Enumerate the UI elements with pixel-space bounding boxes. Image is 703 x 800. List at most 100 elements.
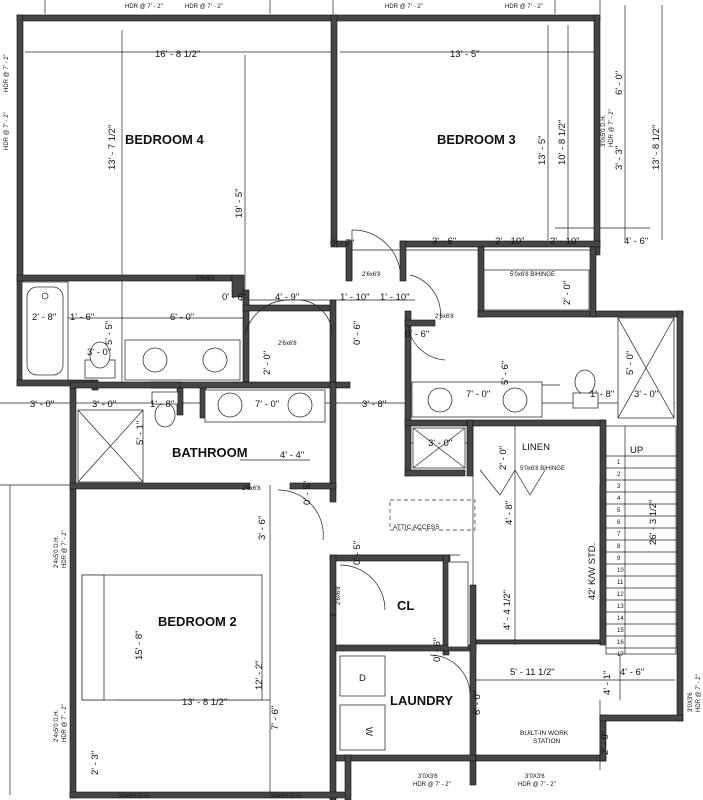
dim-right-top: 6' - 0": [614, 71, 625, 95]
dim-bed4-height: 13' - 7 1/2": [107, 125, 118, 170]
stair-number: 3: [617, 484, 621, 490]
dim-0-5b: 0' - 5": [352, 541, 363, 565]
dim-4-8: 4' - 8": [504, 501, 515, 525]
note-hdr-top4: HDR @ 7' - 2": [505, 4, 543, 10]
note-win-left1: 2'4x5'0 D.H.: [54, 535, 60, 568]
note-win-left2b: HDR @ 7' - 2": [62, 704, 68, 742]
dim-4-4: 4' - 4": [280, 450, 304, 461]
note-door-b: 2'6x6'8: [362, 272, 381, 278]
note-win-tl: HDR @ 7' - 2": [4, 54, 10, 92]
tub-drain: [41, 292, 49, 300]
note-win-right1b: HDR @ 7' - 2": [609, 109, 615, 147]
dim-2-0d: 2' - 0": [600, 731, 611, 755]
note-door-a: 2'6x6'8: [196, 276, 215, 282]
stair-number: 15: [617, 628, 624, 634]
sink-1: [142, 347, 168, 373]
dim-5-0: 5' - 0": [625, 351, 636, 375]
sink-4: [287, 392, 313, 418]
dim-6-0b: 6' - 0": [472, 691, 483, 715]
dim-bed4-closet: 19' - 5": [234, 189, 245, 218]
dim-5-1: 5' - 1": [135, 421, 146, 445]
note-win-right2: 3'0X3'6: [688, 692, 694, 712]
stair-number: 9: [617, 556, 621, 562]
stair-number: 6: [617, 520, 621, 526]
stair-number: 11: [617, 580, 624, 586]
note-win-right1: 3'0x5'0 D.H.: [601, 114, 607, 147]
dim-right-mid: 3' - 3": [614, 146, 625, 170]
stair-number: 5: [617, 508, 621, 514]
sink-6: [502, 387, 528, 413]
dim-0-5a: 0' - 5": [302, 481, 313, 505]
stair-number: 4: [617, 496, 621, 502]
note-builtin-1: BUILT-IN WORK: [520, 730, 569, 737]
closet-shelf: [447, 561, 469, 648]
dim-1-8b: 1' - 8": [590, 389, 614, 400]
dim-1-10a: 1' - 10": [340, 292, 369, 303]
dim-3-0c: 3' - 0": [92, 399, 116, 410]
note-door-d: 2'6x6'8: [278, 341, 297, 347]
dryer: [339, 655, 386, 697]
dim-2-3: 2' - 3": [90, 751, 101, 775]
room-bedroom-3: BEDROOM 3: [437, 132, 516, 147]
dim-0-6d: 0' - 6": [432, 638, 443, 662]
dim-bed3-closet: 13' - 5": [537, 136, 548, 165]
dim-4-6a: 4' - 6": [624, 236, 648, 247]
dim-2-0a: 2' - 0": [562, 281, 573, 305]
dim-0-6a: 0' - 6": [222, 292, 246, 303]
stair-number: 14: [617, 616, 624, 622]
note-door-c: 2'6x6'8: [435, 314, 454, 320]
note-win-tl2: HDR @ 7' - 2": [4, 112, 10, 150]
stair-number: 10: [617, 568, 624, 574]
dim-12-2: 12' - 2": [254, 661, 265, 690]
washer: [339, 704, 386, 751]
door-swings: [244, 229, 546, 696]
dim-3-6b: 3' - 6": [257, 516, 268, 540]
dim-26-3: 26' - 3 1/2": [648, 500, 659, 545]
note-win-bot1: 3'0X3'6: [418, 774, 438, 780]
note-hdr-top3: HDR @ 7' - 2": [385, 4, 423, 10]
note-win-bot2b: HDR @ 7' - 2": [518, 782, 556, 788]
fixtures: [21, 269, 675, 751]
dim-2-10b: 2' - 10": [550, 236, 579, 247]
dim-13-8: 13' - 8 1/2": [182, 697, 227, 708]
note-win-bot4: 3'0x5'0 D.H.: [270, 794, 303, 800]
room-labels: BEDROOM 4 BEDROOM 3 BATHROOM BEDROOM 2 C…: [125, 132, 550, 708]
dim-2-0b: 2' - 0": [262, 351, 273, 375]
note-attic: ATTIC ACCESS: [393, 524, 440, 531]
dim-2-10a: 2' - 10": [495, 236, 524, 247]
bed-outline: [81, 574, 263, 701]
dim-42-kw: 42' K/W STD.: [587, 543, 598, 600]
dim-0-6b: 0' - 6": [352, 321, 363, 345]
dim-6-0a: 6' - 0": [170, 312, 194, 323]
toilet-tank-main: [151, 391, 179, 405]
note-dryer: D: [359, 673, 366, 684]
dim-3-0b: 3' - 0": [30, 399, 54, 410]
note-win-left2: 2'4x5'0 D.H.: [54, 709, 60, 742]
stair-number: 8: [617, 544, 621, 550]
note-builtin-2: STATION: [533, 738, 561, 745]
dim-3-0e: 3' - 0": [428, 438, 452, 449]
dim-right-total: 13' - 8 1/2": [651, 125, 662, 170]
stair-number: 1: [617, 460, 621, 466]
attic-access-outline: [389, 499, 476, 531]
dim-5-5: 5' - 5": [104, 321, 115, 345]
dim-3-8: 3' - 8": [362, 399, 386, 410]
note-win-right2b: HDR @ 7' - 2": [696, 674, 702, 712]
stair-number: 2: [617, 472, 621, 478]
sink-5: [427, 387, 453, 413]
note-door-f: 2'6x6'8: [336, 586, 342, 605]
closet-bed3: [483, 269, 590, 311]
walls: [16, 14, 684, 800]
sink-3: [217, 392, 243, 418]
dim-5-11: 5' - 11 1/2": [510, 667, 555, 678]
dim-0-6c: 0' - 6": [405, 329, 429, 340]
note-hdr-top1: HDR @ 7' - 2": [125, 4, 163, 10]
dim-7-0b: 7' - 0": [466, 389, 490, 400]
stair-number: 16: [617, 640, 624, 646]
note-door-e: 2'6x6'8: [242, 486, 261, 492]
stair-number: 13: [617, 604, 624, 610]
bathtub-basin: [26, 286, 64, 376]
dim-bed4-width: 16' - 8 1/2": [155, 49, 200, 60]
dim-3-0a: 3' - 0": [87, 347, 111, 358]
